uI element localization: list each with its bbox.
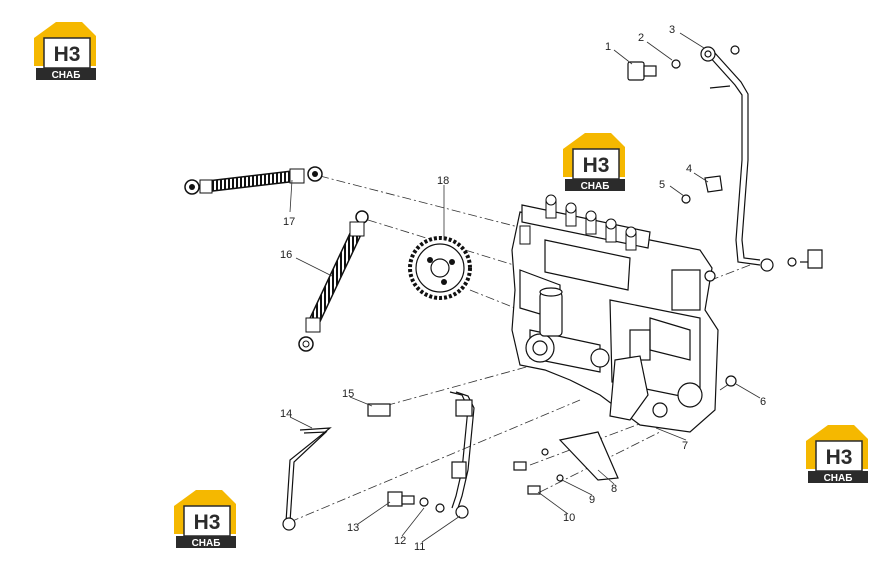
callout-12: 12	[394, 535, 406, 547]
logo-caption: СНАБ	[824, 473, 853, 483]
logo-caption: СНАБ	[192, 538, 221, 548]
drive-gear	[408, 236, 472, 300]
callout-10: 10	[563, 512, 575, 524]
callout-7: 7	[682, 440, 688, 452]
callout-11: 11	[414, 541, 425, 553]
callout-13: 13	[347, 522, 359, 534]
callout-18: 18	[437, 175, 449, 187]
brand-logo-watermark: H3 СНАБ	[34, 22, 108, 80]
callout-16: 16	[280, 249, 292, 261]
callout-5: 5	[659, 179, 665, 191]
logo-caption: СНАБ	[52, 70, 81, 80]
brand-logo-watermark: H3 СНАБ	[563, 133, 637, 191]
fuel-pipe-lower	[282, 391, 475, 531]
logo-mark: H3	[583, 154, 610, 177]
callout-1: 1	[605, 41, 611, 53]
logo-mark: H3	[54, 43, 81, 66]
brand-logo-watermark: H3 СНАБ	[806, 425, 880, 483]
injection-pump	[511, 204, 719, 433]
callout-6: 6	[760, 396, 766, 408]
callout-14: 14	[280, 408, 292, 420]
fuel-pipe-upper	[700, 45, 823, 282]
callout-labels: 1 2 3 4 5 6 7 8 9 10 11 12 13 14 15 16 1…	[280, 24, 766, 553]
clamp-bracket	[681, 175, 723, 204]
support-bracket	[513, 355, 649, 495]
nut-6	[725, 375, 737, 387]
callout-9: 9	[589, 494, 595, 506]
brand-logo-watermark: H3 СНАБ	[174, 490, 248, 548]
delivery-valves	[519, 194, 637, 251]
oil-hose-lower	[298, 210, 369, 352]
callout-8: 8	[611, 483, 617, 495]
callout-leaders	[289, 32, 761, 543]
callout-2: 2	[638, 32, 644, 44]
logo-mark: H3	[194, 511, 221, 534]
callout-4: 4	[686, 163, 692, 175]
logo-mark: H3	[826, 446, 853, 469]
logo-caption: СНАБ	[581, 181, 610, 191]
callout-15: 15	[342, 388, 354, 400]
callout-17: 17	[283, 216, 295, 228]
oil-hose-upper	[184, 166, 323, 195]
banjo-bolt-top	[627, 59, 681, 81]
callout-3: 3	[669, 24, 675, 36]
